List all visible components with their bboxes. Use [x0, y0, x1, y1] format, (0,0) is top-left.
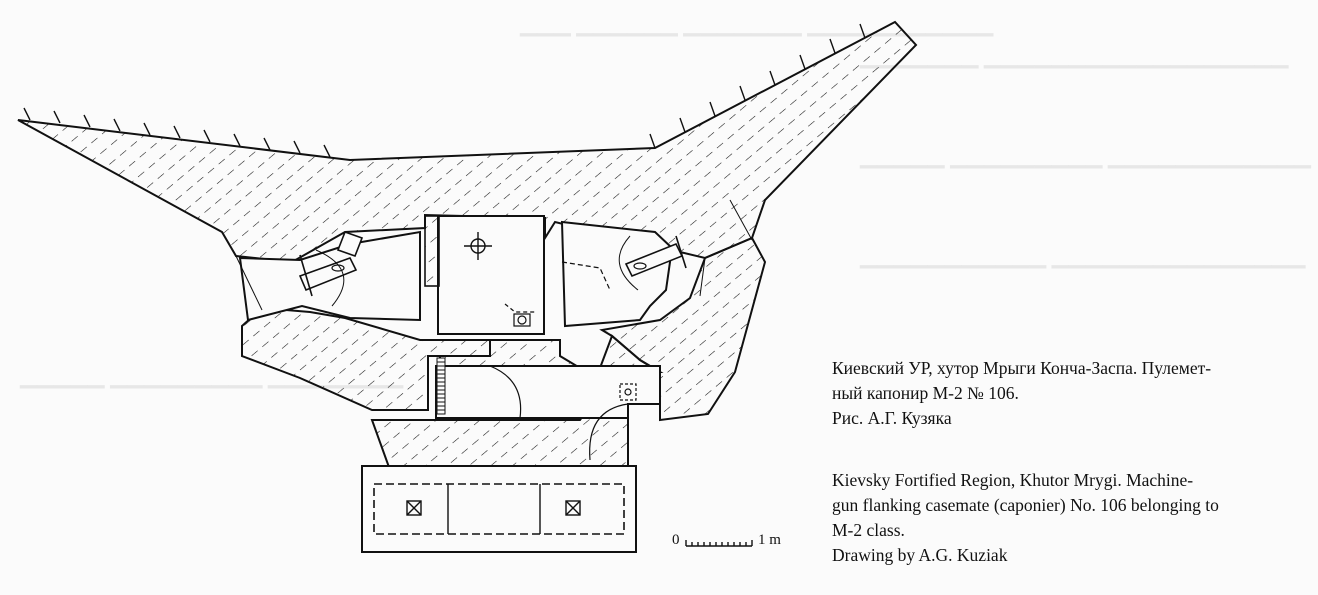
caption-en-line: gun flanking casemate (caponier) No. 106…	[832, 495, 1219, 515]
caption-english: Kievsky Fortified Region, Khutor Mrygi. …	[832, 468, 1312, 568]
caption-russian: Киевский УР, хутор Мрыги Конча-Заспа. Пу…	[832, 356, 1312, 431]
scale-bar-end-label: 1 m	[758, 532, 781, 548]
caption-ru-credit: Рис. А.Г. Кузяка	[832, 408, 952, 428]
chamber-partition	[424, 215, 440, 287]
caption-en-credit: Drawing by A.G. Kuziak	[832, 545, 1008, 565]
toilet-fixture-icon	[513, 313, 531, 327]
caption-ru-line: Киевский УР, хутор Мрыги Конча-Заспа. Пу…	[832, 358, 1212, 378]
concrete-mass-center-lower	[439, 334, 664, 373]
caption-ru-line: ный капонир М-2 № 106.	[832, 383, 1019, 403]
corridor-fixture-icon	[619, 383, 637, 401]
terrain-slope-ticks	[23, 23, 866, 158]
annex-box-marker-left-icon	[406, 500, 422, 516]
entrance-corridor	[435, 365, 661, 419]
annex-box-marker-right-icon	[565, 500, 581, 516]
lower-annex-inner	[373, 483, 625, 535]
stairs-icon	[436, 357, 446, 415]
periscope-crosshair-icon	[464, 232, 492, 260]
left-room-wall-stub	[336, 230, 364, 258]
door-swing-arcs	[489, 365, 629, 461]
construction-lines	[235, 199, 753, 311]
scale-bar	[685, 540, 753, 547]
caption-en-line: Kievsky Fortified Region, Khutor Mrygi. …	[832, 470, 1194, 490]
right-gun-room	[560, 220, 674, 328]
caption-en-line: M-2 class.	[832, 520, 905, 540]
dashed-right-room-line	[561, 261, 611, 291]
left-machine-gun-icon	[298, 249, 358, 307]
scale-bar-start-label: 0	[672, 532, 680, 548]
right-machine-gun-icon	[618, 235, 687, 291]
